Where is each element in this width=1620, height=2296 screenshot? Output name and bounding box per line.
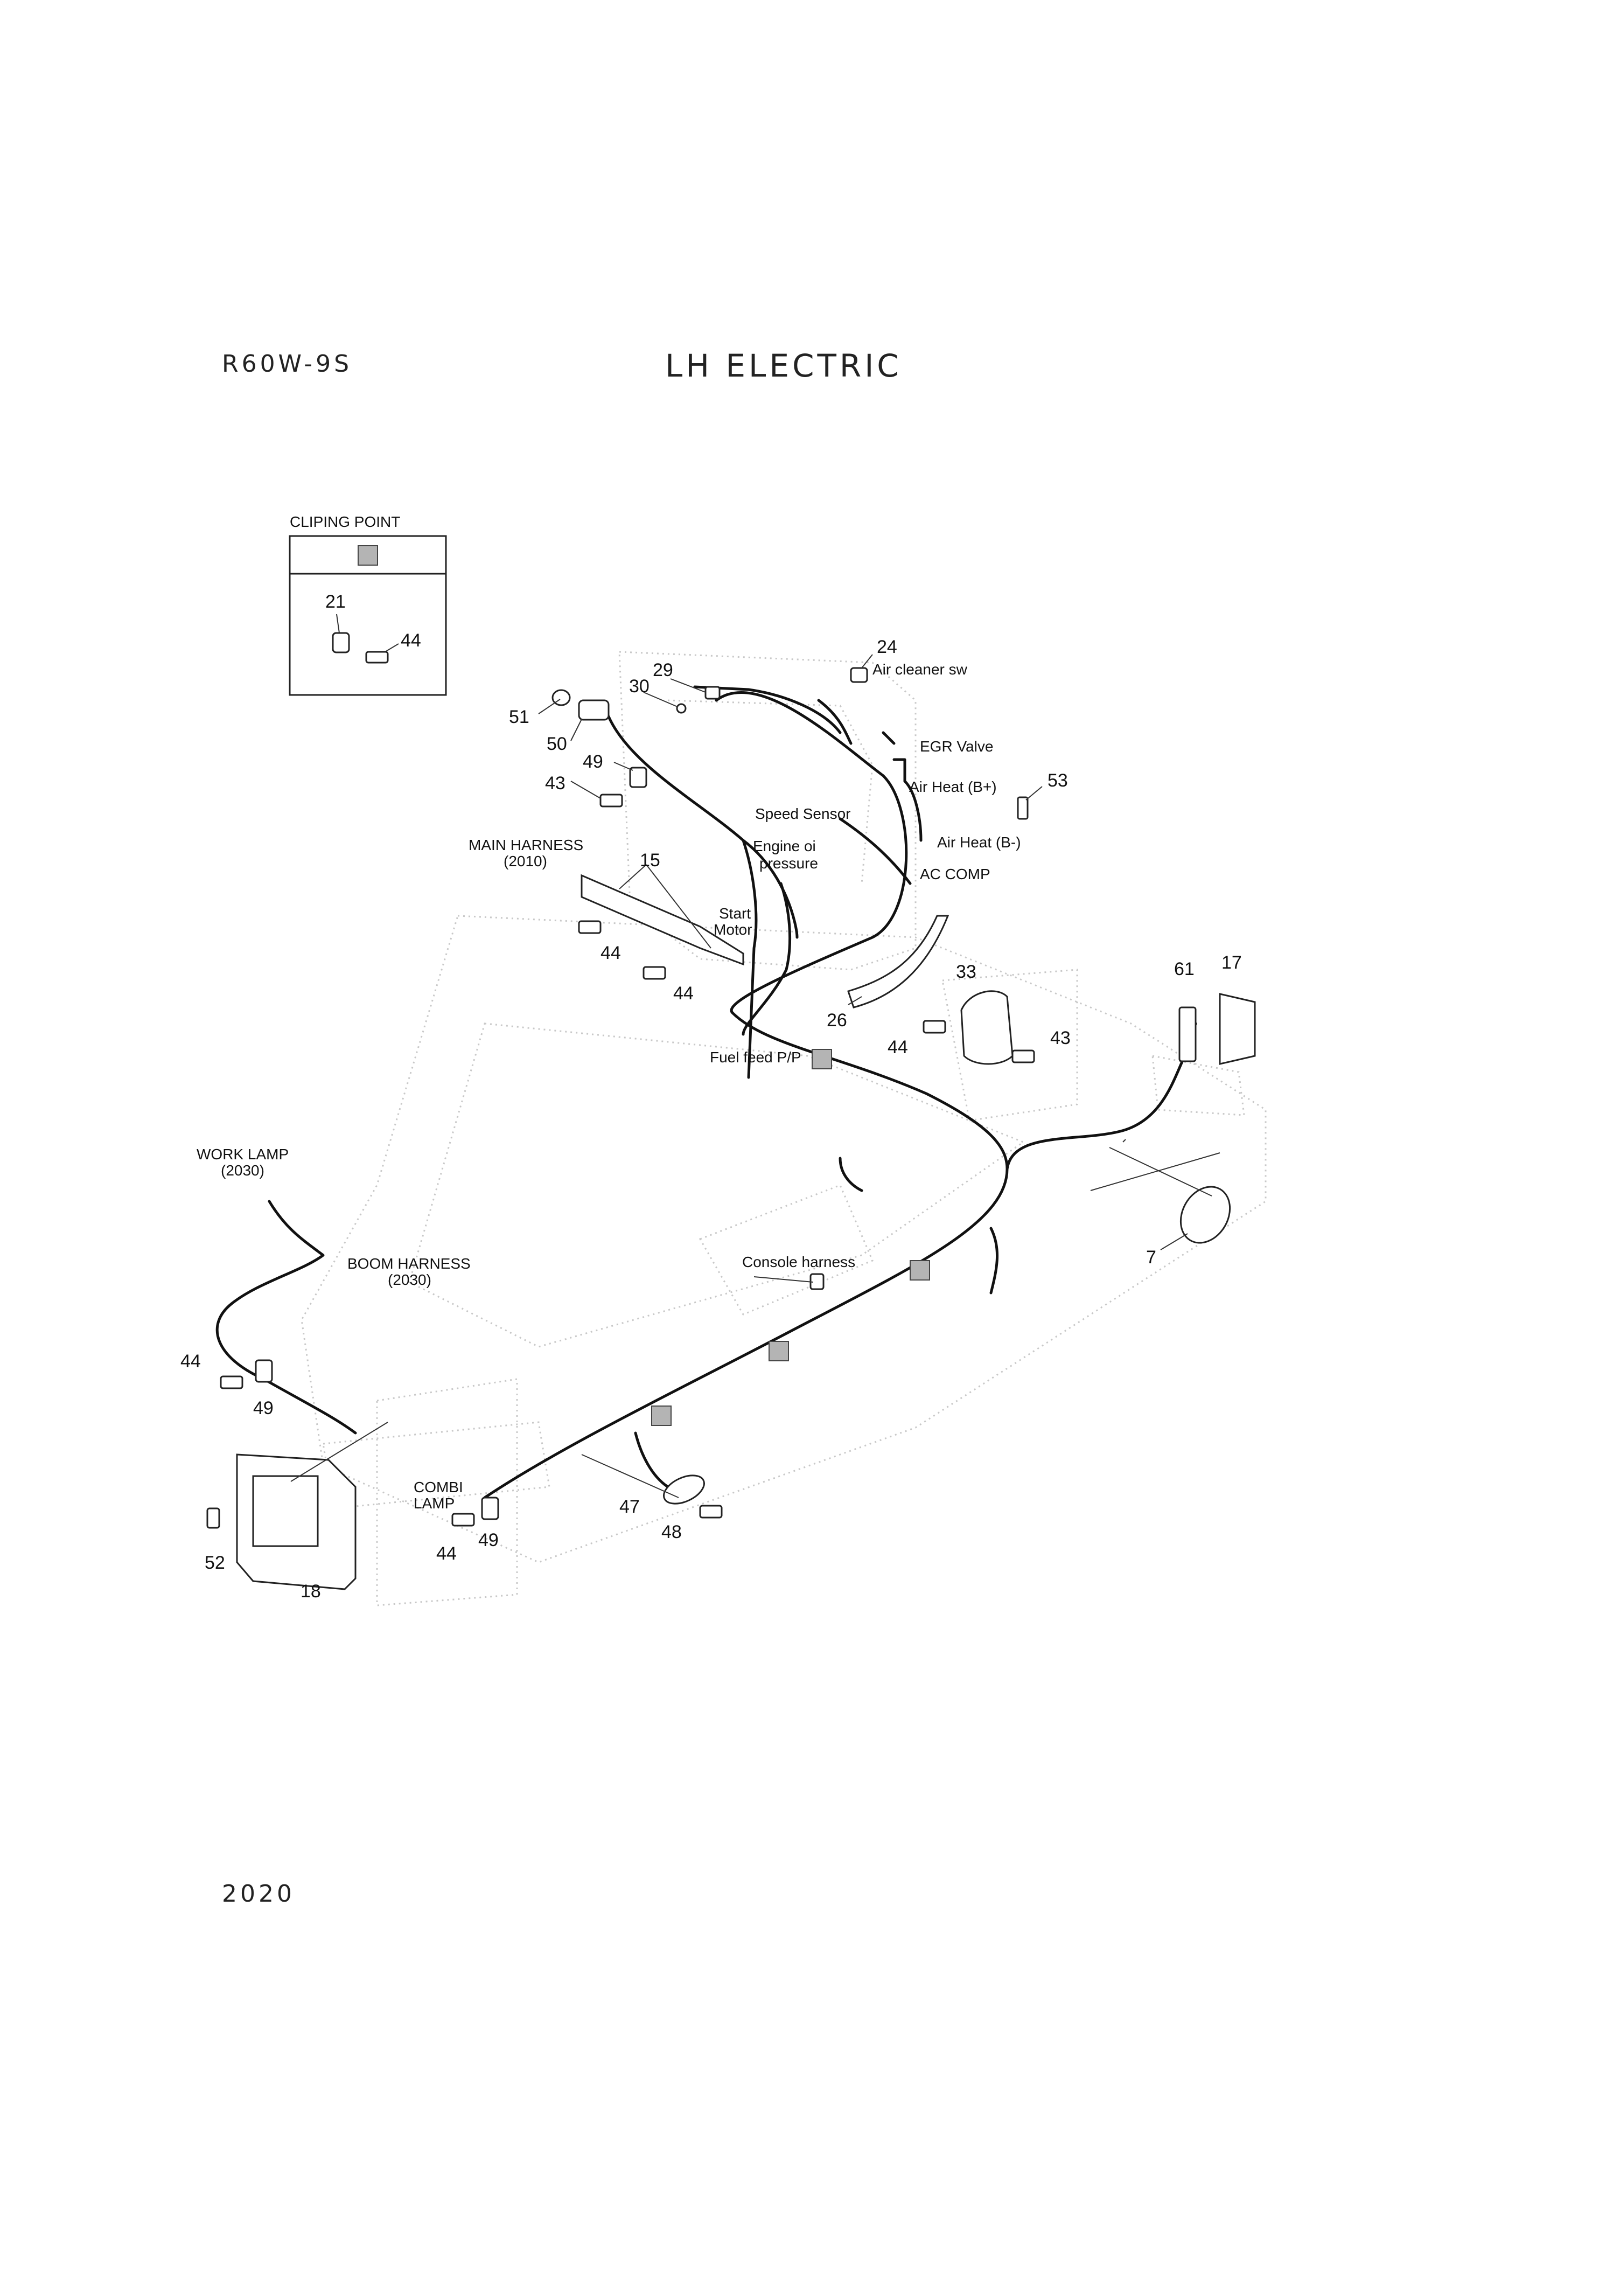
callout-49-c: 49 [478,1530,499,1550]
clip-marker-console [910,1260,930,1281]
callout-numbers: 24 29 30 51 50 49 43 15 44 44 53 33 26 4… [180,637,1242,1602]
callout-43-top: 43 [545,773,565,794]
label-main-harness-1: MAIN HARNESS [469,837,583,853]
label-ac-comp: AC COMP [920,866,990,882]
bolt-44d-icon [220,1375,243,1389]
battery-relay-33-icon [960,990,1014,1065]
callout-51: 51 [509,707,529,727]
callout-52: 52 [205,1553,225,1573]
label-boom-harness-2: (2030) [388,1271,431,1288]
callout-44-b: 44 [673,983,694,1004]
callout-44-e: 44 [436,1543,457,1564]
lamp-17-icon [1219,993,1256,1065]
bolt-43-icon [599,794,623,808]
clip-49b-icon [255,1359,273,1383]
text-labels: Air cleaner sw EGR Valve Air Heat (B+) A… [197,661,1021,1512]
label-boom-harness-1: BOOM HARNESS [347,1255,471,1272]
bolt-43b-icon [1011,1049,1035,1063]
leader-lines [290,654,1220,1498]
label-air-heat-b-minus: Air Heat (B-) [937,834,1021,851]
label-engine-oil-1: Engine oi [753,838,816,854]
bracket-61-icon [1178,1006,1197,1062]
label-air-cleaner-sw: Air cleaner sw [872,661,968,678]
clip-marker-mid [769,1341,789,1361]
label-console-harness: Console harness [742,1254,855,1270]
legend-clip-marker [358,545,378,566]
bolt-44e-icon [451,1513,475,1527]
callout-61: 61 [1174,959,1195,979]
harness-bracket-15-icon [581,874,744,966]
callout-43-b: 43 [1050,1028,1071,1048]
callout-44-c: 44 [888,1037,908,1057]
callout-24: 24 [877,637,897,657]
page-title: LH ELECTRIC [665,347,902,384]
label-work-lamp-1: WORK LAMP [197,1146,289,1163]
callout-50: 50 [547,734,567,754]
callout-29: 29 [653,660,673,680]
callout-47: 47 [619,1497,640,1517]
bolt-44c-icon [923,1020,946,1034]
clip-49-icon [629,767,647,788]
legend-callout-44: 44 [401,630,421,651]
callout-48: 48 [661,1522,682,1542]
air-cleaner-switch-24-icon [850,667,868,683]
label-speed-sensor: Speed Sensor [755,805,850,822]
clip-marker-front [651,1406,672,1426]
bolt-48-icon [699,1505,723,1519]
clip-markers [651,1049,930,1426]
label-combi-lamp-2: LAMP [414,1495,455,1512]
clip-point-legend: CLIPING POINT 21 44 [289,513,447,696]
label-start-motor-1: Start [719,905,751,922]
label-egr-valve: EGR Valve [920,738,993,755]
callout-30: 30 [629,676,650,697]
clip-21-icon [332,632,350,653]
oring-30-icon [676,703,687,714]
clip-49c-icon [481,1497,499,1520]
label-work-lamp-2: (2030) [221,1162,264,1179]
callout-15: 15 [640,850,660,871]
reflector-7-icon [1179,1186,1231,1244]
screw-52-icon [206,1507,220,1529]
callout-33: 33 [956,962,976,982]
bolt-44b-icon [643,966,666,980]
callout-44-d: 44 [180,1351,201,1372]
components [206,667,1256,1590]
page-number: 2020 [222,1880,295,1908]
callout-18: 18 [301,1581,321,1602]
label-main-harness-2: (2010) [504,853,547,869]
legend-callout-21: 21 [325,592,346,612]
callout-7: 7 [1146,1247,1156,1268]
callout-49-top: 49 [583,752,603,772]
legend-title: CLIPING POINT [290,513,400,530]
switch-29-icon [704,686,721,700]
bracket-53-icon [1017,796,1029,820]
label-engine-oil-2: pressure [759,855,818,872]
callout-26: 26 [827,1010,847,1031]
callout-49-b: 49 [253,1398,274,1418]
bolt-44a-icon [578,920,602,934]
machine-frame-outline [301,651,1267,1606]
label-combi-lamp-1: COMBI [414,1479,463,1495]
wiring-harness [215,685,1197,1510]
relay-50-icon [578,699,610,721]
label-air-heat-b-plus: Air Heat (B+) [909,778,997,795]
callout-17: 17 [1221,952,1242,973]
lamp-47-icon [663,1474,705,1505]
ground-strap-26-icon [847,915,949,1008]
model-name: R60W-9S [222,350,353,378]
label-fuel-feed: Fuel feed P/P [710,1049,801,1066]
callout-44-a: 44 [600,943,621,963]
bolt-44-icon [365,651,389,664]
label-start-motor-2: Motor [714,921,752,938]
clip-marker-fuel [812,1049,832,1069]
callout-53: 53 [1048,770,1068,791]
